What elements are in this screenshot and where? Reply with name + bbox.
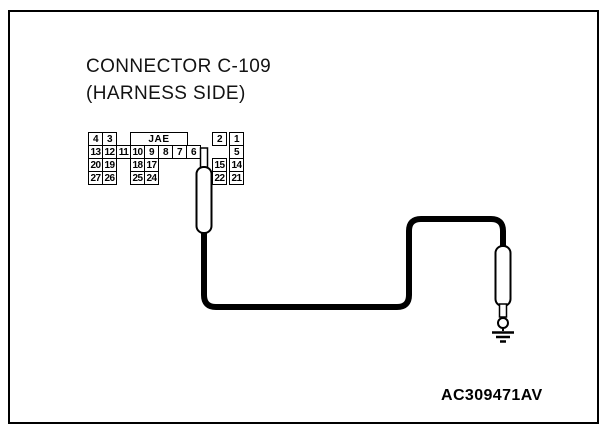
pin-cell-1: 1 — [229, 132, 244, 146]
pin-cell-11: 11 — [116, 145, 131, 159]
connector-title-line2: (HARNESS SIDE) — [86, 83, 246, 104]
pin-cell-26: 26 — [102, 171, 117, 185]
pin-cell-5: 5 — [229, 145, 244, 159]
pin-cell-19: 19 — [102, 158, 117, 172]
pin-cell-20: 20 — [88, 158, 103, 172]
pin-cell-15: 15 — [212, 158, 227, 172]
pin-cell-17: 17 — [144, 158, 159, 172]
pin-cell-12: 12 — [102, 145, 117, 159]
pin-cell-22: 22 — [212, 171, 227, 185]
connector-maker-label: JAE — [130, 132, 188, 146]
pin-cell-18: 18 — [130, 158, 145, 172]
pin-cell-25: 25 — [130, 171, 145, 185]
figure-code: AC309471AV — [441, 387, 543, 404]
pin-cell-3: 3 — [102, 132, 117, 146]
pin-cell-4: 4 — [88, 132, 103, 146]
pin-cell-7: 7 — [172, 145, 187, 159]
pin-cell-24: 24 — [144, 171, 159, 185]
pin-cell-13: 13 — [88, 145, 103, 159]
figure-title: CONNECTOR C-109 (HARNESS SIDE) — [86, 53, 271, 107]
pin-cell-6: 6 — [186, 145, 201, 159]
connector-title-line1: CONNECTOR C-109 — [86, 56, 272, 77]
pin-cell-8: 8 — [158, 145, 173, 159]
pin-cell-14: 14 — [229, 158, 244, 172]
pin-cell-2: 2 — [212, 132, 227, 146]
pin-cell-10: 10 — [130, 145, 145, 159]
pin-cell-21: 21 — [229, 171, 244, 185]
pin-cell-27: 27 — [88, 171, 103, 185]
pin-cell-9: 9 — [144, 145, 159, 159]
